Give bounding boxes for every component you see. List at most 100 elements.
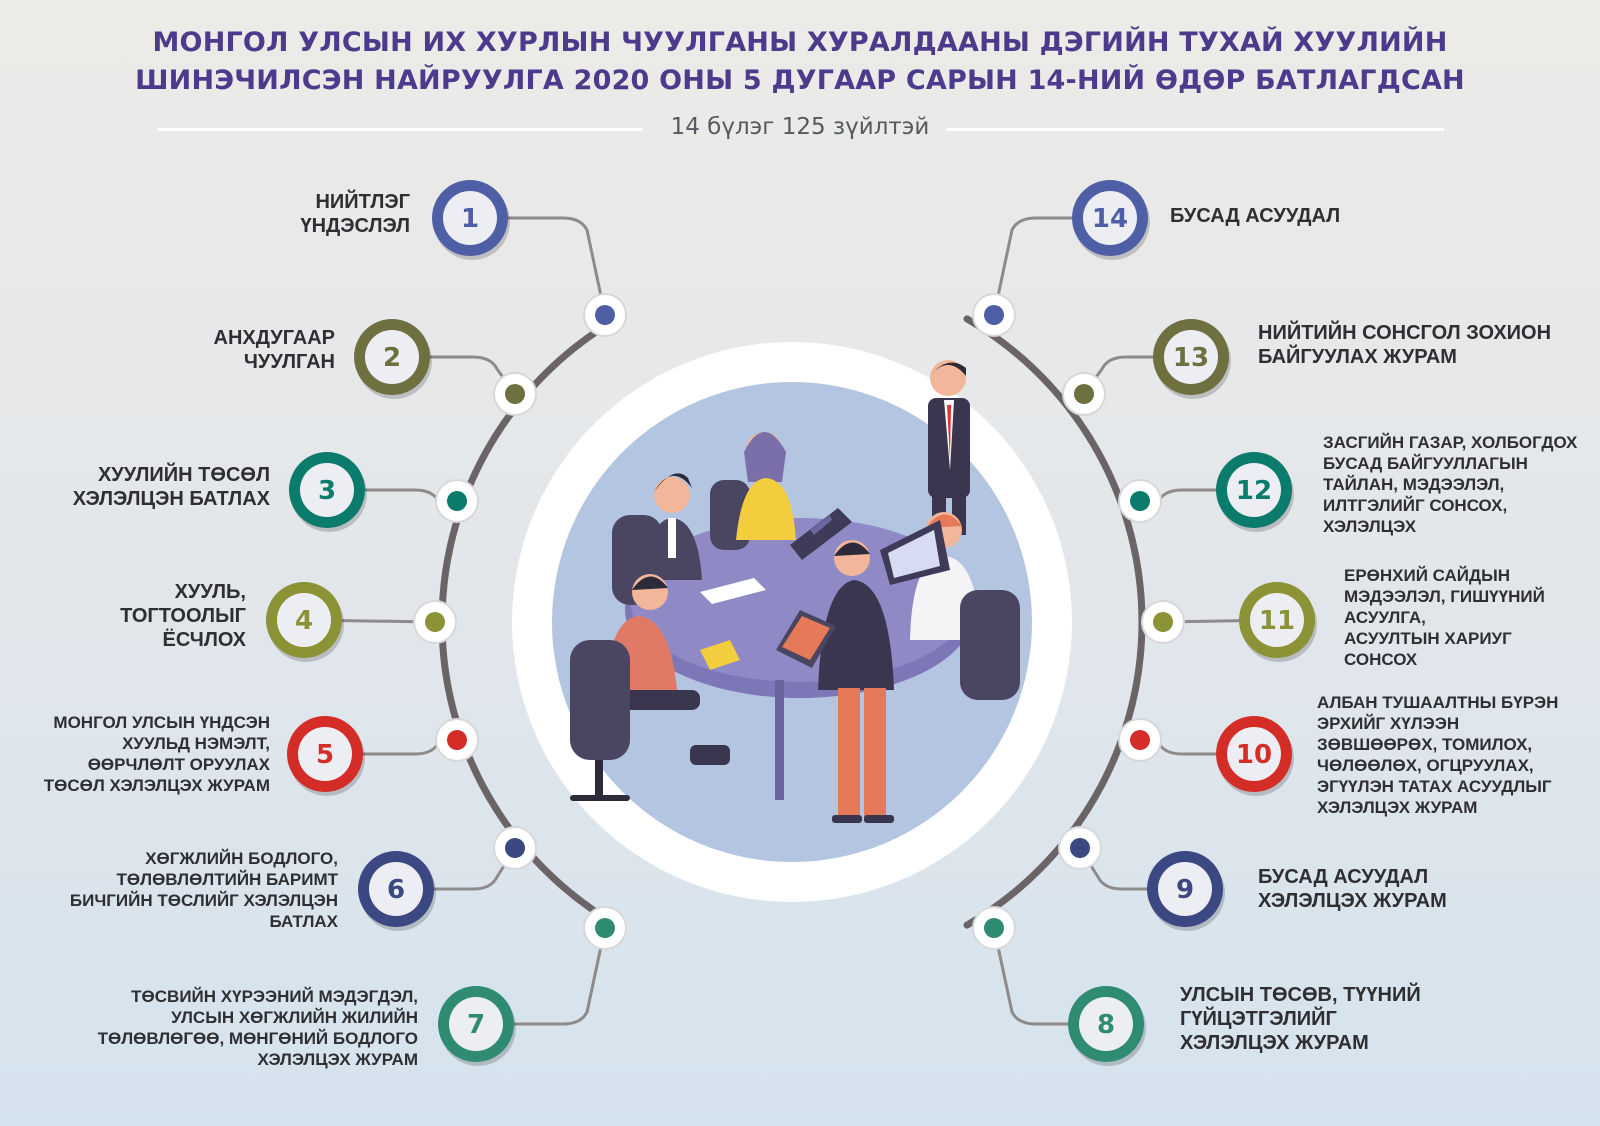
arc-dot-14 bbox=[972, 293, 1016, 337]
chapter-label-line: ТӨЛӨВЛӨГӨӨ, МӨНГӨНИЙ БОДЛОГО bbox=[97, 1029, 418, 1048]
chapter-label-line: ЭГҮҮЛЭН ТАТАХ АСУУДЛЫГ bbox=[1317, 777, 1552, 796]
chapter-label-line: ХЭЛЭЛЦЭХ ЖУРАМ bbox=[1258, 890, 1447, 912]
chapter-label-line: БУСАД АСУУДАЛ bbox=[1258, 866, 1429, 888]
chapter-label-line: АСУУЛТЫН ХАРИУГ bbox=[1344, 629, 1512, 648]
chapter-label-line: ТӨСВИЙН ХҮРЭЭНИЙ МЭДЭГДЭЛ, bbox=[131, 987, 418, 1006]
chapter-node-1: 1 bbox=[432, 180, 510, 260]
chapter-label-line: МОНГОЛ УЛСЫН ҮНДСЭН bbox=[53, 713, 270, 732]
chapter-label-14: БУСАД АСУУДАЛ bbox=[1170, 204, 1430, 228]
chapter-label-line: БУСАД АСУУДАЛ bbox=[1170, 205, 1341, 227]
chapter-label-line: ХЭЛЭЛЦЭХ ЖУРАМ bbox=[257, 1050, 418, 1069]
chapter-number-14: 14 bbox=[1092, 204, 1128, 234]
chapter-number-8: 8 bbox=[1097, 1010, 1115, 1040]
chapter-node-14: 14 bbox=[1072, 180, 1150, 260]
arc-dot-2 bbox=[493, 372, 537, 416]
chapter-label-line: НИЙТЛЭГ bbox=[315, 191, 410, 213]
arc-dot-12 bbox=[1118, 479, 1162, 523]
arc-dot-5 bbox=[435, 718, 479, 762]
chapter-number-12: 12 bbox=[1236, 476, 1272, 506]
person-icon bbox=[736, 478, 796, 540]
chapter-node-11: 11 bbox=[1239, 582, 1317, 662]
chapter-label-line: НИЙТИЙН СОНСГОЛ ЗОХИОН bbox=[1258, 322, 1552, 344]
chapter-node-4: 4 bbox=[266, 582, 344, 662]
chapter-label-line: ХУУЛЬД НЭМЭЛТ, bbox=[122, 734, 270, 753]
chapter-node-10: 10 bbox=[1216, 716, 1294, 796]
chapter-label-line: ХУУЛИЙН ТӨСӨЛ bbox=[97, 464, 270, 486]
chair-icon bbox=[570, 640, 630, 760]
arc-dot-13 bbox=[1062, 372, 1106, 416]
connector-line-7 bbox=[476, 927, 607, 1026]
chapter-label-line: ЗАСГИЙН ГАЗАР, ХОЛБОГДОХ bbox=[1323, 433, 1578, 452]
chapter-label-line: АСУУЛГА, bbox=[1344, 608, 1426, 627]
chapter-label-line: МЭДЭЭЛЭЛ, ГИШҮҮНИЙ bbox=[1344, 587, 1545, 606]
chapter-number-9: 9 bbox=[1176, 875, 1194, 905]
chapter-label-5: МОНГОЛ УЛСЫН ҮНДСЭН ХУУЛЬД НЭМЭЛТ, ӨӨРЧЛӨЛ… bbox=[20, 712, 270, 796]
chapter-number-5: 5 bbox=[316, 740, 334, 770]
chapter-number-2: 2 bbox=[383, 343, 401, 373]
chapter-label-line: ТОГТООЛЫГ bbox=[120, 605, 246, 627]
infographic-title: МОНГОЛ УЛСЫН ИХ ХУРЛЫН ЧУУЛГАНЫ ХУРАЛДАА… bbox=[0, 24, 1600, 100]
laptop-icon bbox=[790, 508, 852, 560]
chapter-label-line: БУСАД БАЙГУУЛЛАГЫН bbox=[1323, 454, 1528, 473]
divider-right bbox=[946, 128, 1444, 131]
chapter-number-11: 11 bbox=[1259, 606, 1295, 636]
chapter-number-1: 1 bbox=[461, 204, 479, 234]
arc-dot-6 bbox=[493, 826, 537, 870]
chapter-label-line: БАЙГУУЛАХ ЖУРАМ bbox=[1258, 346, 1457, 368]
chapter-label-line: ҮНДЭСЛЭЛ bbox=[300, 215, 410, 237]
chapter-label-6: ХӨГЖЛИЙН БОДЛОГО, ТӨЛӨВЛӨЛТИЙН БАРИМТ БИЧГ… bbox=[50, 848, 338, 932]
chapter-number-3: 3 bbox=[318, 476, 336, 506]
chapter-label-line: ХЭЛЭЛЦЭХ bbox=[1323, 517, 1417, 536]
arc-dot-4 bbox=[413, 600, 457, 644]
connector-line-2 bbox=[392, 355, 517, 395]
chapter-label-12: ЗАСГИЙН ГАЗАР, ХОЛБОГДОХ БУСАД БАЙГУУЛЛАГ… bbox=[1323, 432, 1600, 537]
arc-dot-8 bbox=[972, 906, 1016, 950]
arc-dot-11 bbox=[1141, 600, 1185, 644]
subtitle: 14 бүлэг 125 зүйлтэй bbox=[670, 114, 930, 140]
connector-line-1 bbox=[470, 216, 607, 316]
chapter-label-line: ТӨСӨЛ ХЭЛЭЛЦЭХ ЖУРАМ bbox=[43, 776, 270, 795]
arc-dot-7 bbox=[583, 906, 627, 950]
chapter-number-10: 10 bbox=[1236, 740, 1272, 770]
chapter-label-11: ЕРӨНХИЙ САЙДЫН МЭДЭЭЛЭЛ, ГИШҮҮНИЙ АСУУЛГА,… bbox=[1344, 565, 1600, 670]
chapter-label-line: ЁСЧЛОХ bbox=[162, 629, 246, 651]
chapter-node-9: 9 bbox=[1147, 851, 1225, 931]
paper-icon bbox=[700, 578, 766, 604]
chapter-label-line: АНХДУГААР bbox=[213, 327, 335, 349]
chapter-label-line: ХЭЛЭЛЦЭХ ЖУРАМ bbox=[1180, 1032, 1369, 1054]
chapter-label-7: ТӨСВИЙН ХҮРЭЭНИЙ МЭДЭГДЭЛ, УЛСЫН ХӨГЖЛИЙН… bbox=[30, 986, 418, 1070]
chapter-label-line: ЕРӨНХИЙ САЙДЫН bbox=[1344, 566, 1511, 585]
chapter-number-4: 4 bbox=[295, 606, 313, 636]
chapter-label-line: ЧУУЛГАН bbox=[243, 351, 335, 373]
chair-icon bbox=[960, 590, 1020, 700]
chapter-node-8: 8 bbox=[1068, 986, 1146, 1066]
arc-dot-10 bbox=[1118, 718, 1162, 762]
title-line-2: ШИНЭЧИЛСЭН НАЙРУУЛГА 2020 ОНЫ 5 ДУГААР С… bbox=[135, 65, 1465, 96]
chapter-node-12: 12 bbox=[1216, 452, 1294, 532]
arc-dot-1 bbox=[583, 293, 627, 337]
chapter-label-line: ЭРХИЙГ ХҮЛЭЭН bbox=[1317, 714, 1460, 733]
chapter-label-line: ГҮЙЦЭТГЭЛИЙГ bbox=[1180, 1008, 1337, 1030]
chapter-label-line: ХӨГЖЛИЙН БОДЛОГО, bbox=[145, 849, 338, 868]
chapter-node-6: 6 bbox=[358, 851, 436, 931]
chapter-label-line: УЛСЫН ХӨГЖЛИЙН ЖИЛИЙН bbox=[171, 1008, 418, 1027]
connector-line-8 bbox=[992, 927, 1106, 1026]
chapter-label-line: ӨӨРЧЛӨЛТ ОРУУЛАХ bbox=[87, 755, 270, 774]
chapter-number-7: 7 bbox=[467, 1010, 485, 1040]
chapter-label-line: ТӨЛӨВЛӨЛТИЙН БАРИМТ bbox=[116, 870, 338, 889]
chapter-label-line: АЛБАН ТУШААЛТНЫ БҮРЭН bbox=[1317, 693, 1559, 712]
chapter-node-2: 2 bbox=[354, 319, 432, 399]
meeting-illustration bbox=[570, 360, 1020, 823]
chapter-label-line: БИЧГИЙН ТӨСЛИЙГ ХЭЛЭЛЦЭН bbox=[69, 891, 338, 910]
title-line-1: МОНГОЛ УЛСЫН ИХ ХУРЛЫН ЧУУЛГАНЫ ХУРАЛДАА… bbox=[152, 27, 1448, 58]
connector-line-6 bbox=[396, 847, 517, 891]
